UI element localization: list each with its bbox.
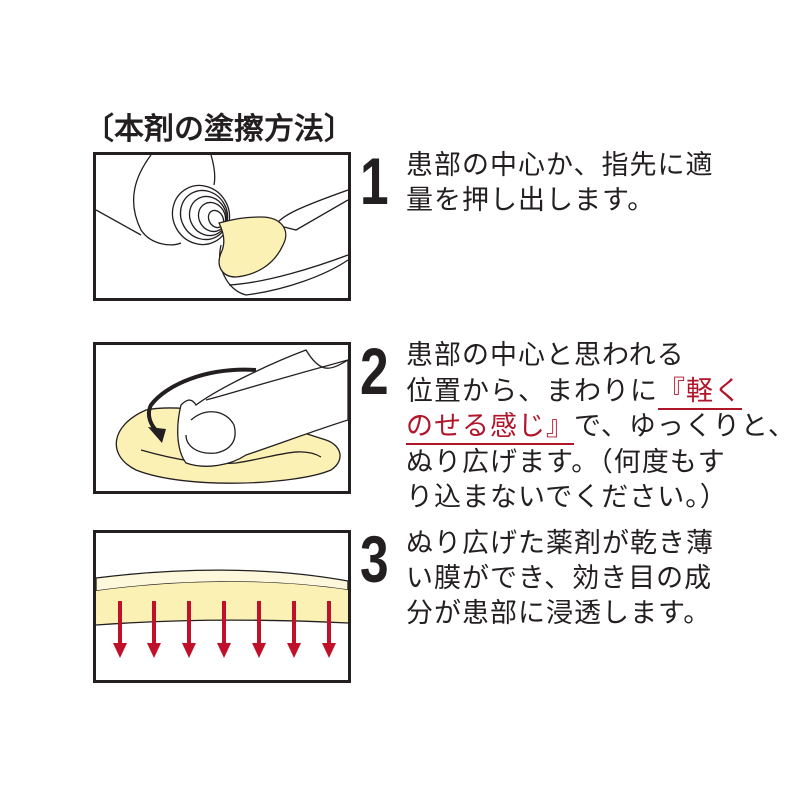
finger-spreading-icon [115, 349, 348, 484]
step-number-1: 1 [360, 144, 389, 218]
step-number-2: 2 [360, 334, 389, 408]
step-2-line-2: 位置から、まわりに『軽く [406, 374, 742, 410]
step-2-text: 患部の中心と思われる 位置から、まわりに『軽く のせる感じ』で、ゆっくりと、 ぬ… [406, 338, 795, 516]
illustration-finger-spreading [93, 342, 351, 494]
emphasis-text: のせる感じ』 [406, 411, 574, 445]
step-2-line-1: 患部の中心と思われる [406, 340, 685, 371]
step-2-line-4: ぬり広げます。（何度もす [406, 446, 726, 478]
step-2-line-5: り込まないでください。） [406, 482, 728, 513]
step-3-text: ぬり広げた薬剤が乾き薄 い膜ができ、効き目の成 分が患部に浸透します。 [406, 526, 736, 631]
illustration-tube-fingertip [93, 152, 351, 301]
page-title: 〔本剤の塗擦方法〕 [84, 112, 354, 147]
step-2-line-2-text: 位置から、まわりに [406, 375, 658, 407]
step-3-line-2: い膜ができ、効き目の成 [406, 563, 713, 594]
illustration-cream-penetration [93, 530, 351, 683]
emphasis-text: 『軽く [658, 375, 742, 410]
penetration-arrows-icon [96, 569, 348, 658]
step-number-3: 3 [360, 522, 389, 596]
step-3-line-1: ぬり広げた薬剤が乾き薄 [406, 528, 714, 559]
tube-fingertip-icon [96, 155, 348, 296]
step-1-line-1: 患部の中心か、指先に適 [406, 150, 714, 181]
step-3-line-3: 分が患部に浸透します。 [406, 598, 712, 629]
step-2-line-3: のせる感じ』で、ゆっくりと、 [406, 409, 795, 445]
step-2-line-3-text: で、ゆっくりと、 [574, 411, 796, 442]
step-1-text: 患部の中心か、指先に適 量を押し出します。 [406, 148, 736, 218]
step-1-line-2: 量を押し出します。 [406, 185, 656, 216]
